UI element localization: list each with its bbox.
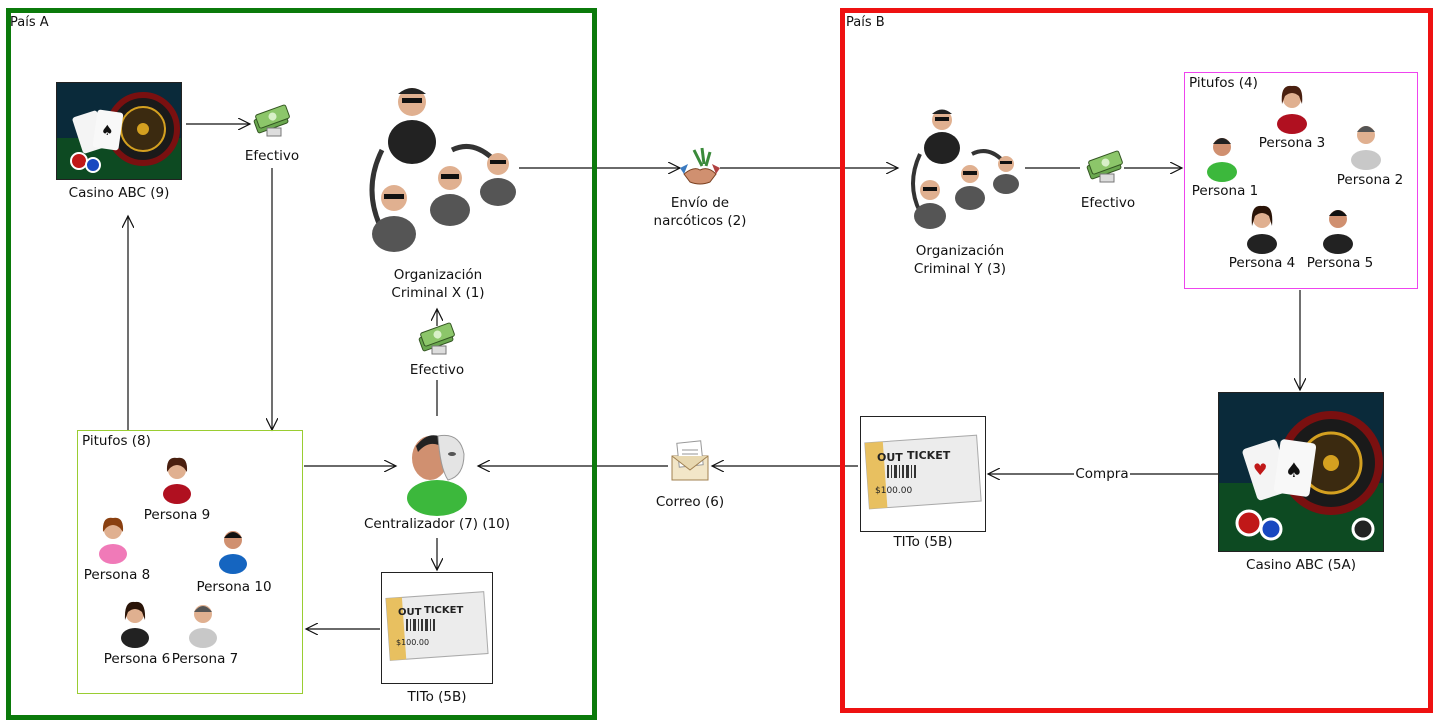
persona-6-label: Persona 6 [103, 651, 171, 667]
cash-stack-icon [1086, 150, 1123, 183]
envelope-icon [671, 440, 709, 481]
pitufos-8-title: Pitufos (8) [82, 433, 151, 449]
person-icon [1207, 138, 1237, 182]
persona-10-label: Persona 10 [196, 579, 272, 595]
ticket-word-text: TICKET [907, 449, 951, 462]
thug-3 [480, 153, 516, 206]
centralizador-label: Centralizador (7) (10) [363, 516, 511, 532]
pitufos-4-title: Pitufos (4) [1189, 75, 1258, 91]
masked-person-icon [407, 434, 467, 516]
efectivo-a1-label: Efectivo [244, 148, 300, 164]
svg-text:♥: ♥ [1253, 460, 1267, 479]
thug-1 [914, 180, 946, 229]
ticket-out-text: OUT [398, 607, 422, 618]
boss [388, 88, 436, 164]
casino-roulette-icon: ♠ ♥ [1219, 393, 1383, 551]
ticket-amount-text: $100.00 [875, 486, 912, 496]
tito-a-label: TITo (5B) [407, 689, 467, 705]
casino-9-label: Casino ABC (9) [68, 185, 170, 201]
persona-2-label: Persona 2 [1336, 172, 1404, 188]
region-pais-a [6, 8, 597, 720]
ticket-word-text: TICKET [424, 605, 463, 616]
person-icon [219, 531, 247, 574]
region-pais-b [840, 8, 1433, 713]
persona-9-label: Persona 9 [143, 507, 211, 523]
person-icon [1323, 210, 1353, 254]
boss [924, 109, 960, 164]
tito-a-box: OUT TICKET $100.00 [381, 572, 493, 684]
person-icon [99, 517, 127, 564]
gang-icon [911, 109, 1019, 229]
casino-9-image: ♠ [56, 82, 182, 180]
ticket-out-text: OUT [877, 451, 903, 464]
cash-stack-icon [418, 322, 455, 355]
gang-icon [369, 88, 516, 252]
thug-3 [993, 156, 1019, 194]
persona-4-label: Persona 4 [1228, 255, 1296, 271]
region-pais-b-title: País B [846, 15, 885, 30]
pitufos-4-group: Pitufos (4) [1184, 72, 1418, 289]
cash-stack-icon [253, 104, 290, 137]
org-y-label: Organización Criminal Y (3) [913, 243, 1007, 277]
ticket-icon: OUT TICKET $100.00 [864, 434, 982, 510]
casino-5a-image: ♠ ♥ [1218, 392, 1384, 552]
envio-label: Envío de narcóticos (2) [653, 195, 747, 229]
person-icon [121, 601, 149, 648]
persona-1-label: Persona 1 [1191, 183, 1259, 199]
person-icon [163, 457, 191, 504]
correo-label: Correo (6) [655, 494, 725, 510]
person-icon [1277, 85, 1307, 134]
persona-7-label: Persona 7 [171, 651, 239, 667]
casino-roulette-icon: ♠ [57, 83, 181, 179]
org-x-label: Organización Criminal X (1) [391, 267, 485, 301]
ticket-icon: OUT TICKET $100.00 [385, 591, 489, 661]
thug-1 [372, 185, 416, 252]
thug-2 [955, 165, 985, 210]
compra-label: Compra [1074, 465, 1130, 483]
persona-8-label: Persona 8 [83, 567, 151, 583]
thug-2 [430, 166, 470, 226]
svg-text:♠: ♠ [101, 123, 114, 139]
tito-b-box: OUT TICKET $100.00 [860, 416, 986, 532]
efectivo-a2-label: Efectivo [409, 362, 465, 378]
persona-5-label: Persona 5 [1306, 255, 1374, 271]
efectivo-b-label: Efectivo [1080, 195, 1136, 211]
tito-b-label: TITo (5B) [893, 534, 953, 550]
pitufos-8-group: Pitufos (8) [77, 430, 303, 694]
region-pais-a-title: País A [10, 15, 49, 30]
handshake-icon [680, 147, 720, 185]
person-icon [1247, 205, 1277, 254]
ticket-amount-text: $100.00 [396, 638, 429, 647]
casino-5a-label: Casino ABC (5A) [1246, 557, 1356, 573]
person-icon [1351, 126, 1381, 170]
svg-text:♠: ♠ [1285, 458, 1303, 482]
person-icon [189, 605, 217, 648]
persona-3-label: Persona 3 [1258, 135, 1326, 151]
